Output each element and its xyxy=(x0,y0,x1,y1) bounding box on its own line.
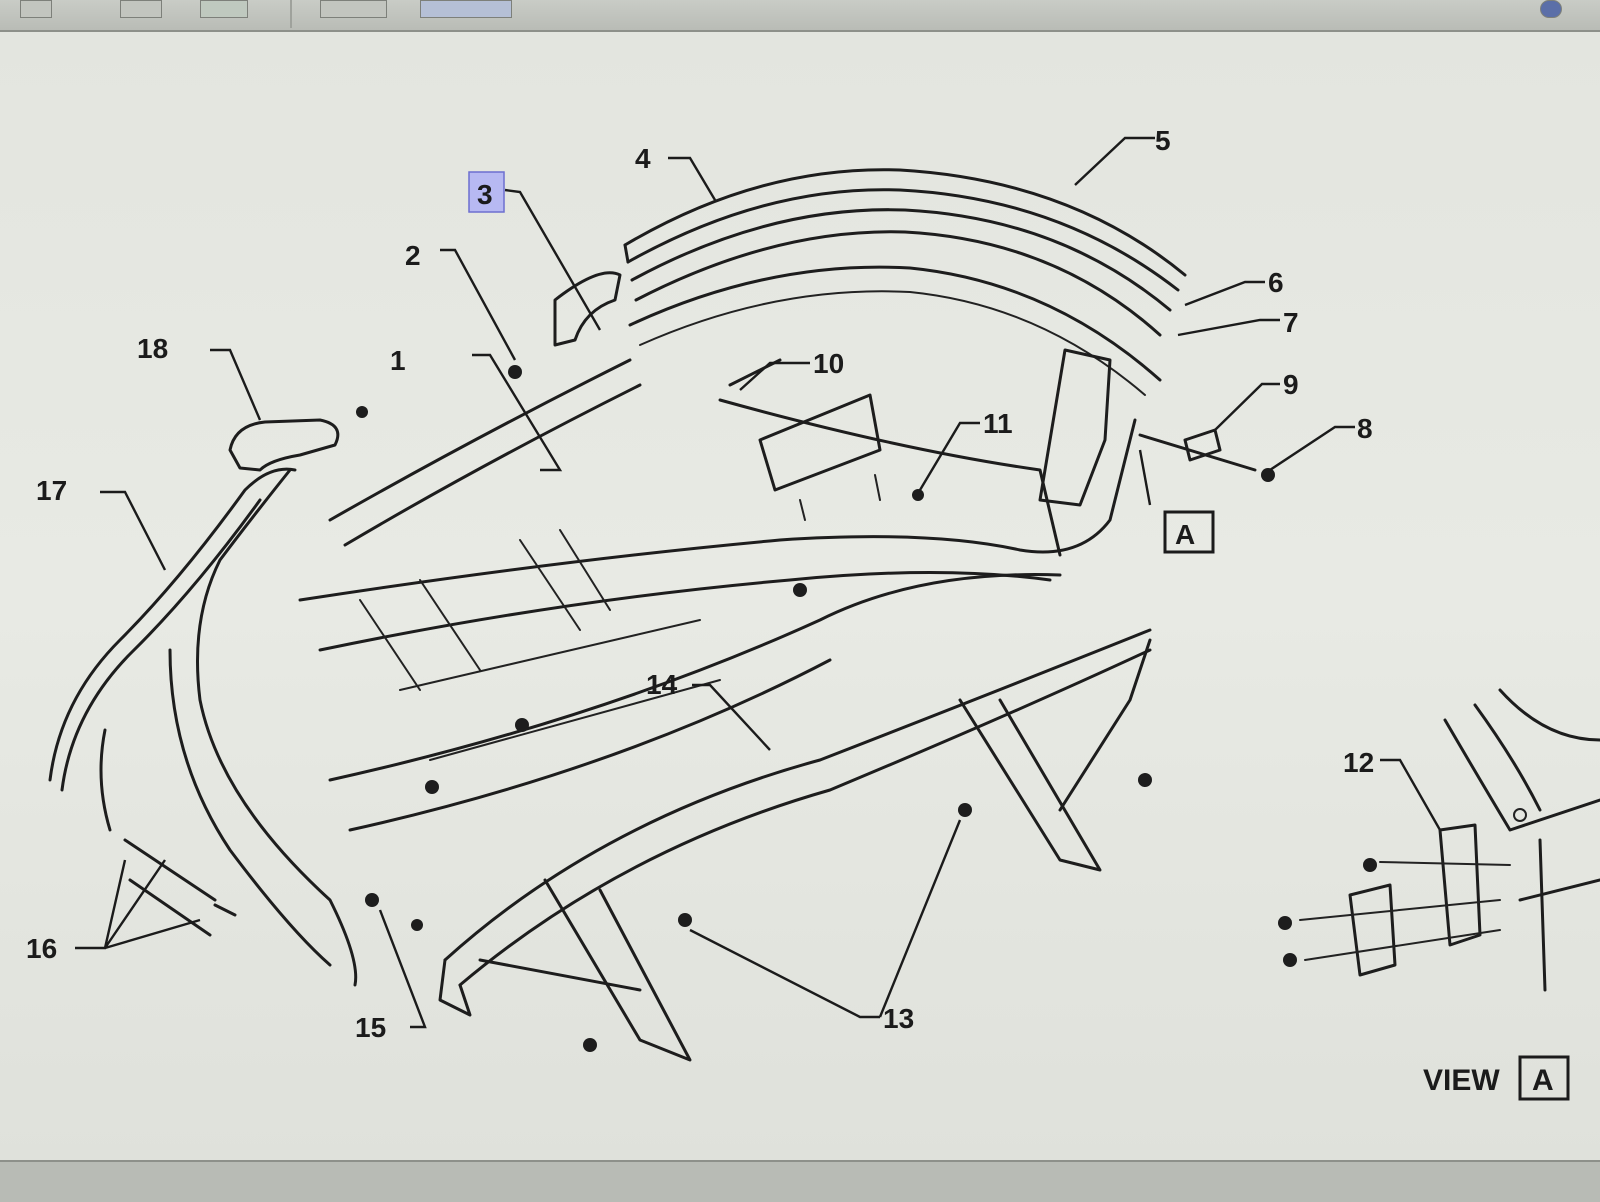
view-a-label: VIEW xyxy=(1423,1064,1500,1097)
part-15-fastener[interactable] xyxy=(365,893,423,931)
callout-7[interactable]: 7 xyxy=(1283,307,1299,338)
parts-diagram-canvas: 1 2 3 4 5 6 7 8 9 10 11 12 13 14 15 16 1… xyxy=(0,32,1600,1162)
zoom-tool-icon[interactable] xyxy=(20,0,52,18)
callout-18[interactable]: 18 xyxy=(137,333,168,364)
part-16-reflector-strips[interactable] xyxy=(99,728,237,937)
side-mount-bracket[interactable] xyxy=(1038,348,1112,507)
view-a-detail xyxy=(1443,688,1600,992)
callout-11[interactable]: 11 xyxy=(983,408,1013,439)
page-view-button[interactable] xyxy=(420,0,512,18)
callout-1[interactable]: 1 xyxy=(390,345,406,376)
bumper-exploded-diagram: 1 2 3 4 5 6 7 8 9 10 11 12 13 14 15 16 1… xyxy=(26,125,1600,1101)
callout-labels: 1 2 3 4 5 6 7 8 9 10 11 12 13 14 15 16 1… xyxy=(26,125,1570,1101)
callout-2[interactable]: 2 xyxy=(405,240,421,271)
status-bar xyxy=(0,1160,1600,1202)
part-10-license-bracket[interactable] xyxy=(728,358,882,521)
part-11-clip[interactable] xyxy=(912,489,924,501)
part-8-bolt[interactable] xyxy=(1138,433,1275,482)
callout-17[interactable]: 17 xyxy=(36,475,67,506)
callout-13[interactable]: 13 xyxy=(883,1003,914,1034)
part-18-end-cap[interactable] xyxy=(228,406,368,472)
leader-lines xyxy=(75,136,1442,1029)
callout-16[interactable]: 16 xyxy=(26,933,57,964)
detail-marker-a[interactable]: A xyxy=(1175,519,1195,550)
part-9-retainer[interactable] xyxy=(1183,428,1222,462)
part-14-impact-bar[interactable] xyxy=(438,628,1152,1062)
callout-4[interactable]: 4 xyxy=(635,143,651,174)
part-4-upper-molding[interactable] xyxy=(623,168,1187,292)
part-12-hinge-bracket[interactable] xyxy=(1278,823,1511,977)
fit-page-button[interactable] xyxy=(200,0,248,18)
pan-tool-icon[interactable] xyxy=(120,0,162,18)
part-6-molding-strip[interactable] xyxy=(630,208,1172,337)
toolbar-separator xyxy=(290,0,292,28)
callout-5[interactable]: 5 xyxy=(1155,125,1171,156)
print-button[interactable] xyxy=(320,0,387,18)
part-17-side-molding[interactable] xyxy=(48,467,297,792)
callout-8[interactable]: 8 xyxy=(1357,413,1373,444)
view-a-marker: A xyxy=(1532,1064,1554,1097)
callout-14[interactable]: 14 xyxy=(646,669,678,700)
part-2-fastener[interactable] xyxy=(508,365,522,379)
part-7-fascia-top-edge[interactable] xyxy=(628,265,1162,396)
part-13-bolts[interactable] xyxy=(425,583,1152,1052)
detail-marker-box[interactable] xyxy=(1163,510,1215,554)
callout-12[interactable]: 12 xyxy=(1343,747,1374,778)
part-3-bracket[interactable] xyxy=(553,271,622,347)
callout-3-highlight xyxy=(468,171,505,213)
callout-15[interactable]: 15 xyxy=(355,1012,386,1043)
view-a-marker-box xyxy=(1518,1055,1570,1101)
callout-10[interactable]: 10 xyxy=(813,348,844,379)
viewer-toolbar xyxy=(0,0,1600,32)
callout-3[interactable]: 3 xyxy=(477,179,493,210)
callout-9[interactable]: 9 xyxy=(1283,369,1299,400)
part-1-bumper-fascia[interactable] xyxy=(168,358,1137,987)
callout-6[interactable]: 6 xyxy=(1268,267,1284,298)
help-icon[interactable] xyxy=(1540,0,1562,18)
